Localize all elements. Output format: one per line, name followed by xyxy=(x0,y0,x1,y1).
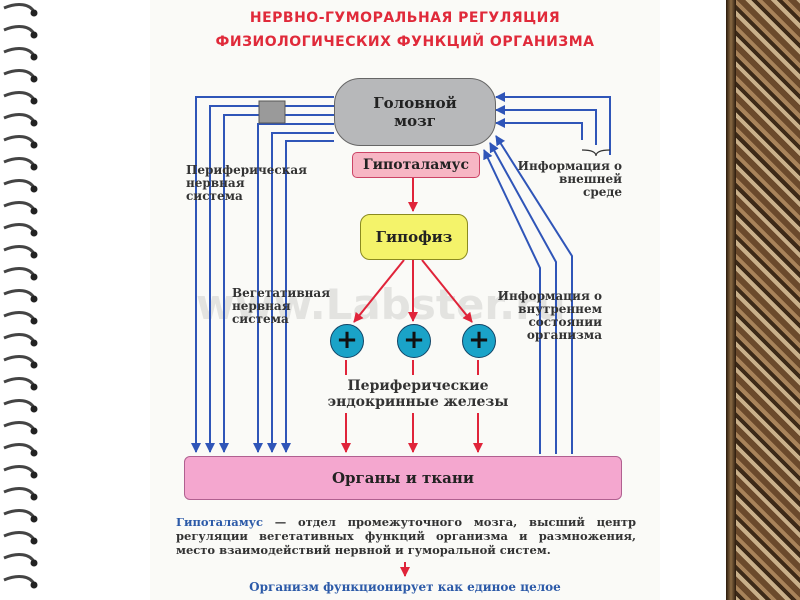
pituitary-label: Гипофиз xyxy=(375,228,453,246)
nerve-line-veg-1 xyxy=(253,123,334,453)
spiral-hole xyxy=(30,493,38,501)
spiral-hole xyxy=(30,537,38,545)
spiral-hole xyxy=(30,317,38,325)
label-external-info: Информация о внешней среде xyxy=(517,159,622,199)
organs-label: Органы и ткани xyxy=(331,469,474,487)
spiral-hole xyxy=(30,119,38,127)
label-vegetative-nervous-system: Вегетативная нервная система xyxy=(232,286,331,326)
label-peripheral-nervous-system: Периферическая нервная система xyxy=(186,163,308,203)
spiral-hole xyxy=(30,251,38,259)
nerve-line-veg-2 xyxy=(267,132,334,453)
caption-term: Гипоталамус xyxy=(176,515,264,529)
nerve-line-left-2 xyxy=(205,105,334,453)
label-internal-info: Информация о внутреннем состоянии органи… xyxy=(497,289,602,342)
spiral-hole xyxy=(30,207,38,215)
title-line-2: ФИЗИОЛОГИЧЕСКИХ ФУНКЦИЙ ОРГАНИЗМА xyxy=(215,34,595,50)
brain-box: Головной мозг xyxy=(334,78,496,146)
spiral-hole xyxy=(30,53,38,61)
spiral-hole xyxy=(30,559,38,567)
info-external-1 xyxy=(495,92,611,155)
spiral-hole xyxy=(30,339,38,347)
info-external-2 xyxy=(495,105,597,145)
spiral-hole xyxy=(30,31,38,39)
spiral-hole xyxy=(30,405,38,413)
spiral-hole xyxy=(30,273,38,281)
spiral-hole xyxy=(30,361,38,369)
brace-external xyxy=(581,149,611,157)
gland-plus-icon-1: + xyxy=(330,324,364,358)
conclusion: Организм функционирует как единое целое xyxy=(249,580,561,594)
gland-plus-icon-3: + xyxy=(462,324,496,358)
info-internal-1 xyxy=(483,149,541,454)
spiral-hole xyxy=(30,449,38,457)
title-line-1: НЕРВНО-ГУМОРАЛЬНАЯ РЕГУЛЯЦИЯ xyxy=(249,10,561,26)
spiral-hole xyxy=(30,383,38,391)
brain-label: Головной мозг xyxy=(373,94,457,130)
spiral-hole xyxy=(30,185,38,193)
spiral-hole xyxy=(30,295,38,303)
spiral-hole xyxy=(30,163,38,171)
organs-box: Органы и ткани xyxy=(184,456,622,500)
gland-plus-icon-2: + xyxy=(397,324,431,358)
nerve-line-left-3 xyxy=(219,114,334,453)
nerve-line-veg-3 xyxy=(281,140,334,453)
pituitary-box: Гипофиз xyxy=(360,214,468,260)
caption: Гипоталамус — отдел промежуточного мозга… xyxy=(176,515,636,557)
junction-square xyxy=(258,100,286,124)
info-internal-3 xyxy=(495,135,573,454)
caption-text: — отдел промежуточного мозга, высший цен… xyxy=(176,515,636,557)
nerve-line-left-1 xyxy=(191,96,334,453)
spiral-hole xyxy=(30,141,38,149)
spiral-hole xyxy=(30,229,38,237)
decorative-border xyxy=(726,0,800,600)
arrow-pituitary-gland-1 xyxy=(353,259,405,323)
spiral-hole xyxy=(30,515,38,523)
spiral-hole xyxy=(30,75,38,83)
spiral-hole xyxy=(30,9,38,17)
hypothalamus-box: Гипоталамус xyxy=(352,152,480,178)
spiral-hole xyxy=(30,581,38,589)
label-peripheral-glands: Периферические эндокринные железы xyxy=(327,378,509,410)
info-external-3 xyxy=(495,118,583,140)
spiral-hole xyxy=(30,427,38,435)
info-internal-2 xyxy=(489,142,557,454)
spiral-hole xyxy=(30,97,38,105)
notebook-spiral-decoration xyxy=(3,3,38,589)
arrow-pituitary-gland-3 xyxy=(421,259,473,323)
spiral-hole xyxy=(30,471,38,479)
hypothalamus-label: Гипоталамус xyxy=(363,157,469,173)
